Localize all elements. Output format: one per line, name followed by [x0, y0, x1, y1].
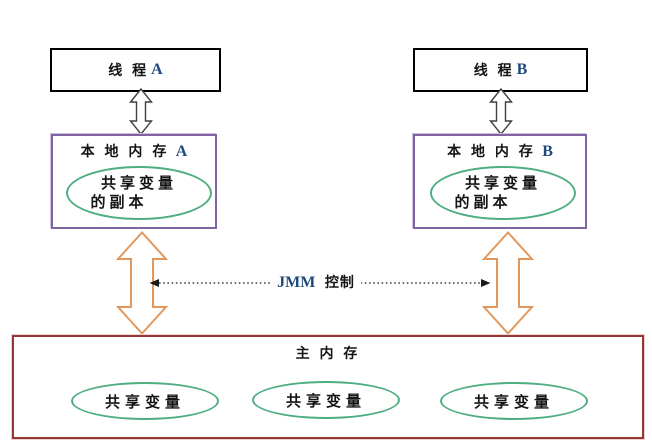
shared-var-ellipse-3: 共享变量 [440, 382, 588, 420]
thread-a-letter: A [151, 61, 163, 78]
thread-b-local-b-double-arrow-icon [489, 88, 513, 135]
shared-var-copy-a-text: 共享变量 的副本 [90, 174, 177, 212]
orange-double-arrow-shape [482, 231, 534, 335]
right-arrowhead [481, 279, 491, 287]
local-memory-a-letter: A [175, 143, 188, 160]
copy-a-line2: 的副本 [90, 194, 148, 211]
local-memory-a-title: 本 地 内 存 A [53, 141, 215, 161]
main-memory-title: 主 内 存 [295, 345, 361, 361]
thread-b-letter: B [516, 61, 528, 78]
shared-var-3-text: 共享变量 [473, 393, 554, 411]
local-memory-b-letter: B [542, 143, 553, 160]
shared-var-copy-b-ellipse: 共享变量 的副本 [430, 166, 576, 220]
thread-b-box: 线 程 B [413, 48, 588, 92]
double-arrow-shape [489, 88, 513, 135]
shared-var-ellipse-2: 共享变量 [252, 381, 400, 419]
local-a-main-memory-double-arrow-icon [116, 231, 168, 335]
main-memory-box: 主 内 存 共享变量 共享变量 共享变量 [12, 335, 644, 439]
double-arrow-shape [129, 88, 153, 135]
local-b-main-memory-double-arrow-icon [482, 231, 534, 335]
thread-b-label: 线 程 [473, 62, 515, 78]
local-memory-b-label: 本 地 内 存 [447, 143, 536, 159]
local-memory-b-box: 本 地 内 存 B 共享变量 的副本 [413, 134, 587, 229]
shared-var-ellipse-1: 共享变量 [71, 382, 219, 420]
jmm-text: JMM [277, 274, 316, 291]
shared-var-copy-b-text: 共享变量 的副本 [454, 174, 541, 212]
thread-a-box: 线 程 A [50, 48, 221, 92]
orange-double-arrow-shape [116, 231, 168, 335]
thread-a-local-a-double-arrow-icon [129, 88, 153, 135]
local-memory-b-title: 本 地 内 存 B [415, 141, 585, 161]
jmm-control-text: 控制 [324, 274, 355, 290]
copy-a-line1: 共享变量 [100, 175, 177, 192]
shared-var-2-text: 共享变量 [285, 392, 366, 410]
copy-b-line2: 的副本 [454, 194, 512, 211]
local-memory-a-box: 本 地 内 存 A 共享变量 的副本 [51, 134, 217, 229]
local-memory-a-label: 本 地 内 存 [80, 143, 170, 159]
shared-var-copy-a-ellipse: 共享变量 的副本 [66, 166, 212, 220]
thread-a-label: 线 程 [108, 62, 150, 78]
left-arrowhead [149, 279, 159, 287]
copy-b-line1: 共享变量 [464, 175, 541, 192]
shared-var-1-text: 共享变量 [104, 393, 185, 411]
jmm-control-label: JMM 控制 [271, 273, 361, 292]
